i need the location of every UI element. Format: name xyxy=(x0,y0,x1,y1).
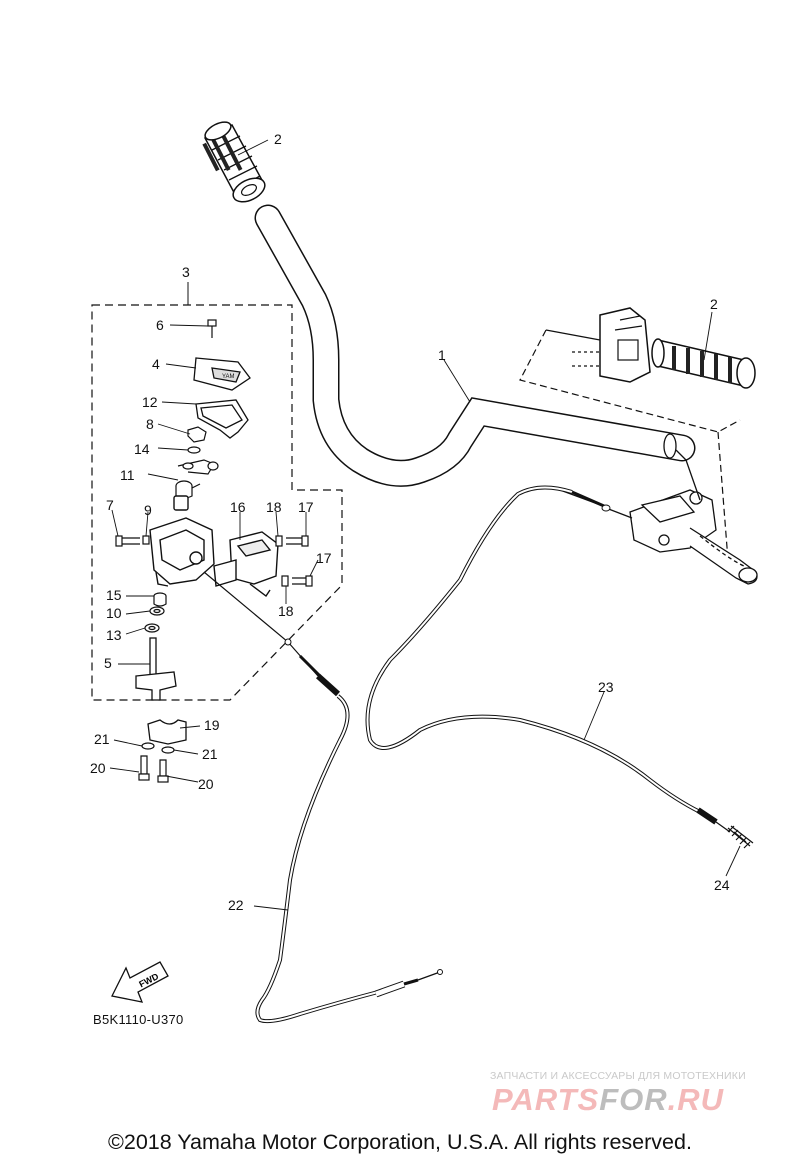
right-grip[interactable] xyxy=(651,338,756,389)
part-19-clamp[interactable] xyxy=(147,719,187,745)
copyright-notice: ©2018 Yamaha Motor Corporation, U.S.A. A… xyxy=(108,1130,692,1154)
callout-11: 11 xyxy=(120,467,135,483)
part-15-cap[interactable] xyxy=(153,592,167,607)
callout-12: 12 xyxy=(142,394,158,410)
svg-text:YAM: YAM xyxy=(222,374,235,380)
callout-20-left: 20 xyxy=(90,760,106,776)
watermark-logo-part3: .RU xyxy=(667,1082,725,1117)
callout-22: 22 xyxy=(228,897,244,913)
diagram-code: B5K1110-U370 xyxy=(93,1012,184,1027)
watermark-tagline: ЗАПЧАСТИ И АКСЕССУАРЫ ДЛЯ МОТОТЕХНИКИ xyxy=(490,1070,746,1082)
callout-4: 4 xyxy=(152,356,160,372)
callout-21-left: 21 xyxy=(94,731,110,747)
part-16-switch[interactable] xyxy=(213,531,279,598)
part-18-washer-a[interactable] xyxy=(275,535,283,547)
part-14-washer[interactable] xyxy=(187,446,201,454)
watermark-logo-part2: FOR xyxy=(599,1082,668,1117)
callout-9: 9 xyxy=(144,502,152,518)
callout-15: 15 xyxy=(106,587,122,603)
watermark-logo: PARTSFOR.RU xyxy=(492,1082,724,1118)
callout-13: 13 xyxy=(106,627,122,643)
left-grip[interactable] xyxy=(202,118,268,206)
part-10-washer[interactable] xyxy=(149,606,165,616)
callout-3-assembly: 3 xyxy=(182,264,190,280)
callout-17-lower: 17 xyxy=(316,550,332,566)
part-21-washer-a[interactable] xyxy=(141,742,155,750)
brake-master-body[interactable] xyxy=(149,495,215,587)
handlebar-parts-diagram: YAM xyxy=(90,118,758,1024)
part-11-spring[interactable] xyxy=(175,459,219,499)
callout-24: 24 xyxy=(714,877,730,893)
brake-lever-assembly[interactable] xyxy=(559,449,758,585)
part-21-washer-b[interactable] xyxy=(161,746,175,754)
part-17-screw-a[interactable] xyxy=(286,535,309,547)
watermark-logo-part1: PARTS xyxy=(492,1082,600,1117)
callout-17-upper: 17 xyxy=(298,499,314,515)
part-17-screw-b[interactable] xyxy=(292,575,313,587)
callout-6: 6 xyxy=(156,317,164,333)
callout-14: 14 xyxy=(134,441,150,457)
callout-2-right-grip: 2 xyxy=(710,296,718,312)
callout-18-lower: 18 xyxy=(278,603,294,619)
cable-23[interactable] xyxy=(365,485,731,833)
right-grip-assembly[interactable] xyxy=(519,307,741,561)
part-12-gasket[interactable] xyxy=(195,399,249,439)
part-4-cover[interactable]: YAM xyxy=(193,357,251,391)
callout-21-right: 21 xyxy=(202,746,218,762)
part-13-oring[interactable] xyxy=(144,623,160,633)
callout-10: 10 xyxy=(106,605,122,621)
handlebar[interactable] xyxy=(254,204,696,487)
fwd-arrow xyxy=(111,961,169,1003)
callout-23: 23 xyxy=(598,679,614,695)
part-18-washer-b[interactable] xyxy=(281,575,289,587)
leader-lines xyxy=(109,139,741,911)
callout-16: 16 xyxy=(230,499,246,515)
part-24-spring[interactable] xyxy=(727,825,754,849)
callout-19: 19 xyxy=(204,717,220,733)
callout-20-right: 20 xyxy=(198,776,214,792)
callout-5: 5 xyxy=(104,655,112,671)
part-8-nut[interactable] xyxy=(187,426,207,443)
part-5-lever-pin[interactable] xyxy=(135,637,177,701)
part-6-screw[interactable] xyxy=(207,319,217,338)
callout-8: 8 xyxy=(146,416,154,432)
part-20-bolt-b[interactable] xyxy=(157,759,169,783)
cable-22[interactable] xyxy=(203,571,443,1024)
callout-18-upper: 18 xyxy=(266,499,282,515)
callout-7: 7 xyxy=(106,497,114,513)
part-7-bolt[interactable] xyxy=(115,535,150,547)
part-20-bolt-a[interactable] xyxy=(138,755,150,781)
assembly-3-outline xyxy=(91,304,343,701)
callout-2-left-grip: 2 xyxy=(274,131,282,147)
callout-1-handlebar: 1 xyxy=(438,347,446,363)
